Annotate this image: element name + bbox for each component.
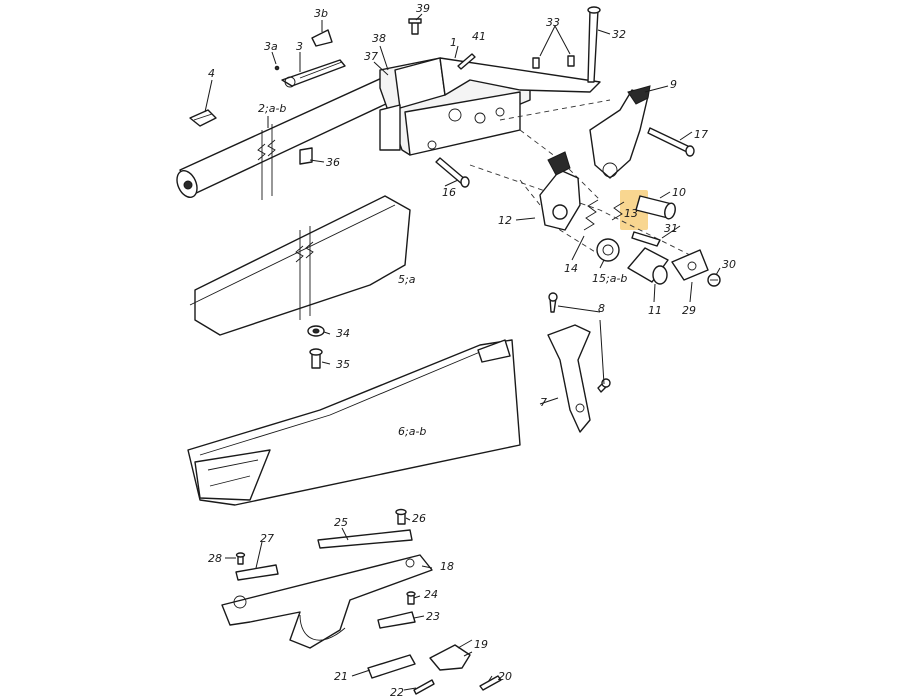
part-41-pin[interactable] (457, 53, 476, 70)
part-23-spring[interactable] (377, 611, 416, 629)
label-26[interactable]: 26 (412, 512, 426, 525)
part-33-pins[interactable] (532, 55, 575, 69)
part-21-spring[interactable] (367, 654, 416, 679)
pin-part-11[interactable] (627, 247, 669, 285)
part-labels: 3b 3a 3 4 2;a-b 38 37 39 1 41 33 32 9 17… (208, 2, 736, 699)
label-33[interactable]: 33 (546, 16, 560, 29)
label-28[interactable]: 28 (208, 552, 222, 565)
label-3b[interactable]: 3b (314, 7, 328, 20)
barrel-part-2[interactable] (173, 71, 406, 200)
part-3a-pin[interactable] (274, 65, 280, 71)
label-4[interactable]: 4 (208, 67, 215, 80)
screw-part-35[interactable] (309, 348, 323, 369)
label-22[interactable]: 22 (390, 686, 404, 699)
label-17[interactable]: 17 (694, 128, 708, 141)
label-12[interactable]: 12 (498, 214, 512, 227)
hammer-part-9[interactable] (589, 85, 651, 179)
label-6[interactable]: 6;a-b (398, 425, 426, 438)
assembly-line-c (499, 99, 611, 121)
label-18[interactable]: 18 (440, 560, 454, 573)
part-25-spring[interactable] (317, 529, 413, 549)
part-3-lever[interactable] (281, 59, 346, 88)
label-27[interactable]: 27 (260, 532, 274, 545)
part-20-pin[interactable] (479, 675, 502, 691)
trigger-guard-part-18[interactable] (221, 554, 433, 649)
label-10[interactable]: 10 (672, 186, 686, 199)
nut-part-34[interactable] (307, 325, 325, 337)
label-3[interactable]: 3 (296, 40, 303, 53)
label-16[interactable]: 16 (442, 186, 456, 199)
buttstock-part-6[interactable] (187, 339, 521, 506)
spring-part-13[interactable] (611, 201, 625, 221)
part-19-trigger[interactable] (429, 639, 473, 671)
label-39[interactable]: 39 (416, 2, 430, 15)
part-4-clip[interactable] (189, 109, 217, 127)
label-21[interactable]: 21 (334, 670, 348, 683)
part-22-pin[interactable] (413, 679, 435, 695)
spring-part-14[interactable] (583, 199, 599, 231)
assembly-line-b (469, 164, 691, 256)
label-2[interactable]: 2;a-b (258, 102, 286, 115)
part-27-spring[interactable] (235, 564, 279, 581)
part-3b-clip[interactable] (311, 29, 333, 47)
label-31[interactable]: 31 (664, 222, 678, 235)
screw-part-16[interactable] (435, 157, 470, 188)
screw-part-17[interactable] (647, 127, 695, 157)
label-41[interactable]: 41 (472, 30, 486, 43)
label-8[interactable]: 8 (598, 302, 605, 315)
label-30[interactable]: 30 (722, 258, 736, 271)
forend-part-5[interactable] (189, 195, 411, 336)
sear-part-12[interactable] (539, 151, 581, 231)
label-23[interactable]: 23 (426, 610, 440, 623)
screw-part-24[interactable] (406, 591, 416, 605)
pin-part-31[interactable] (631, 231, 661, 247)
label-1[interactable]: 1 (450, 36, 457, 49)
label-37[interactable]: 37 (364, 50, 378, 63)
receiver-part-1[interactable] (379, 57, 601, 156)
label-25[interactable]: 25 (334, 516, 348, 529)
screw-part-8-top[interactable] (548, 292, 558, 313)
label-38[interactable]: 38 (372, 32, 386, 45)
screw-part-30[interactable] (707, 273, 721, 287)
pin-part-10[interactable] (635, 195, 677, 220)
label-35[interactable]: 35 (336, 358, 350, 371)
part-39-screw[interactable] (408, 18, 422, 35)
label-9[interactable]: 9 (670, 78, 677, 91)
label-20[interactable]: 20 (498, 670, 512, 683)
label-11[interactable]: 11 (648, 304, 662, 317)
part-32-rod[interactable] (587, 6, 601, 83)
label-34[interactable]: 34 (336, 327, 350, 340)
label-29[interactable]: 29 (682, 304, 696, 317)
label-3a[interactable]: 3a (264, 40, 278, 53)
screw-part-26[interactable] (395, 508, 407, 525)
bushing-part-15[interactable] (596, 238, 620, 262)
leader-lines (204, 13, 721, 691)
label-5[interactable]: 5;a (398, 273, 416, 286)
label-15[interactable]: 15;a-b (592, 272, 627, 285)
label-7[interactable]: 7 (540, 396, 547, 409)
label-19[interactable]: 19 (474, 638, 488, 651)
label-14[interactable]: 14 (564, 262, 578, 275)
label-36[interactable]: 36 (326, 156, 340, 169)
buttplate-part-7[interactable] (547, 324, 591, 433)
screw-part-28[interactable] (235, 552, 246, 565)
label-13[interactable]: 13 (624, 207, 638, 220)
plate-part-29[interactable] (671, 249, 709, 281)
label-24[interactable]: 24 (424, 588, 438, 601)
label-32[interactable]: 32 (612, 28, 626, 41)
assembly-line-d (519, 179, 601, 256)
